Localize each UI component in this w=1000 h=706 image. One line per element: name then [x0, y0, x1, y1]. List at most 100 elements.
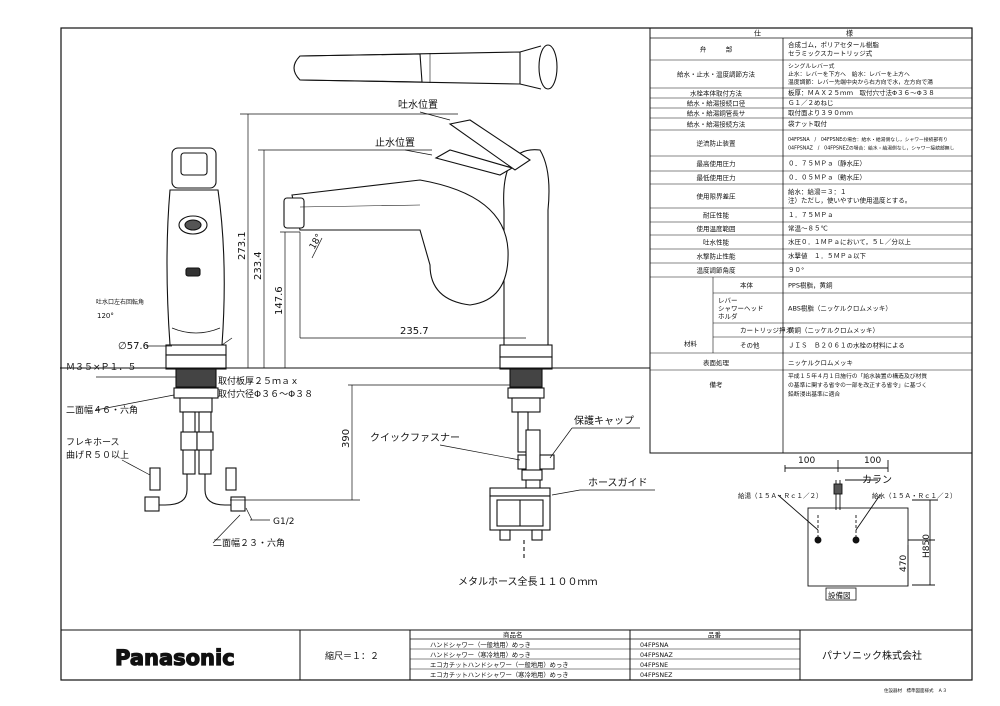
label-plate: 取付板厚２５ｍａｘ	[218, 375, 299, 387]
spec-row-label: 最高使用圧力	[697, 159, 736, 168]
material-value: ABS樹脂（ニッケルクロムメッキ）	[788, 304, 892, 313]
label-hex23: 二面幅２３・六角	[213, 537, 285, 549]
spec-row-value: シングルレバー式	[788, 62, 835, 70]
label-flex-hose-1: フレキホース	[66, 437, 120, 448]
dimension-lines	[60, 111, 655, 544]
product-name: エコカチットハンドシャワー（一般地用）めっき	[430, 660, 569, 669]
spec-row: 給水・給湯接続口径 Ｇ１／２めねじ	[650, 99, 972, 109]
label-spout-position: 吐水位置	[398, 98, 438, 111]
label-hose-guide: ホースガイド	[588, 477, 648, 489]
spec-row: 使用限界差圧 給水：給湯＝３：１注）ただし，使いやすい使用温度とする。	[650, 187, 972, 209]
remarks-row: 備考 平成１５年４月１日施行の「給水装置の構造及び材質の基準に関する省令の一部を改…	[710, 372, 928, 398]
product-name: エコカチットハンドシャワー（寒冷地用）めっき	[430, 670, 569, 679]
spec-row-label: 水栓本体取付方法	[690, 89, 743, 98]
material-label: カートリッジ押え	[740, 326, 792, 335]
spec-row-value: 水圧０．１ＭＰａにおいて，５Ｌ／分以上	[788, 237, 911, 246]
label-rotation-angle: 吐水口左右回転角	[96, 298, 144, 306]
spec-row-value: ９０°	[788, 266, 804, 274]
remarks-line: の基準に関する省令の一部を改正する省令」に基づく	[788, 381, 927, 389]
dim-470: 470	[899, 555, 909, 572]
label-supply-cold: 給水（１５Ａ・Ｒｃ１／２）	[872, 491, 957, 500]
scale-text: 縮尺＝１：２	[325, 650, 379, 662]
spec-row-value: 合成ゴム，ポリアセタール樹脂	[788, 40, 879, 49]
spec-row-value: 板厚：ＭＡＸ２５ｍｍ 取付穴寸法Φ３６～Φ３８	[788, 88, 935, 97]
dim-h850: H850	[922, 534, 932, 558]
spec-row-label: 使用限界差圧	[697, 192, 737, 201]
spec-row-label: 吐水性能	[703, 238, 730, 247]
spec-row-label: 逆流防止装置	[697, 139, 737, 148]
spec-row: 給水・給湯接続方法袋ナット取付	[650, 119, 972, 131]
label-stop-position: 止水位置	[375, 136, 415, 149]
spec-row-value: 04FPSNAZ / 04FPSNEZの場合：給水・給湯側なし，シャワー接続部無…	[788, 144, 955, 151]
material-value: 黄銅（ニッケルクロムメッキ）	[788, 326, 879, 335]
label-angle-120: 120°	[97, 312, 114, 320]
remarks-line: 鉛断浸出基準に適合	[788, 390, 840, 398]
label-supply-hot: 給湯（１５Ａ・Ｒｃ１／２）	[738, 491, 823, 500]
spec-row-value: 給水：給湯＝３：１	[788, 187, 847, 196]
footer-note: 住設器材 標準図面様式 Ａ３	[884, 687, 947, 694]
spec-row: 水栓本体取付方法 板厚：ＭＡＸ２５ｍｍ 取付穴寸法Φ３６～Φ３８	[650, 88, 972, 99]
spec-header-left: 仕	[754, 29, 761, 38]
surface-row: 表面処理 ニッケルクロムメッキ	[650, 358, 972, 371]
spec-row-label: 給水・給湯接続口径	[687, 99, 746, 108]
spec-row-value: １．７５ＭＰａ	[788, 211, 834, 219]
spec-row-value: 取付面より３９０ｍｍ	[788, 108, 853, 117]
label-angle-18: 18°	[308, 233, 325, 252]
installation-diagram	[777, 460, 938, 601]
spec-row-value: セラミックスカートリッジ式	[788, 49, 873, 58]
spec-row: 使用温度範囲 常温～８５℃	[650, 224, 972, 236]
side-view	[283, 119, 555, 560]
front-view	[144, 147, 246, 512]
spec-row-value: 温度調節：レバー先端中央から右方向で水，左方向で湯	[788, 78, 933, 86]
panasonic-logo: Panasonic	[115, 646, 235, 670]
surface-label: 表面処理	[703, 358, 730, 367]
label-protect-cap: 保護キャップ	[574, 414, 634, 427]
label-flex-hose-2: 曲げＲ５０以上	[66, 450, 129, 461]
spec-row-value: 注）ただし，使いやすい使用温度とする。	[788, 195, 911, 204]
spec-row-value: Ｇ１／２めねじ	[788, 99, 834, 107]
spec-row-label: 最低使用圧力	[697, 173, 736, 182]
surface-value: ニッケルクロムメッキ	[788, 359, 853, 367]
product-code: 04FPSNE	[640, 662, 668, 669]
spec-row-value: 04FPSNA / 04FPSNEの場合：給水・給湯側なし，シャワー接続部有り	[788, 136, 948, 143]
material-row: レバーシャワーヘッドホルダ ABS樹脂（ニッケルクロムメッキ）	[713, 297, 972, 324]
label-metal-hose: メタルホース全長１１００ｍｍ	[458, 575, 598, 588]
label-install-fig: 設備図	[828, 590, 851, 600]
company-name: パナソニック株式会社	[822, 649, 922, 662]
spec-row-label: 温度調節角度	[697, 266, 737, 275]
spec-row-value: 止水：レバーを下方へ 給水：レバーを上方へ	[788, 70, 910, 78]
spec-row-label: 給水・止水・温度調節方法	[677, 70, 756, 79]
material-label: レバーシャワーヘッドホルダ	[718, 297, 764, 321]
spec-row-value: 常温～８５℃	[788, 224, 828, 233]
materials-label: 材料	[684, 339, 698, 348]
drawing-labels: 吐水位置 止水位置 吐水口左右回転角 120° ∅57.6 Ｍ３５×Ｐ１．５ 取…	[66, 98, 957, 600]
spec-row-label: 弁 部	[700, 45, 733, 54]
label-karan: カラン	[862, 474, 892, 486]
dim-273: 273.1	[237, 231, 248, 260]
dim-100a: 100	[798, 456, 815, 466]
remarks-label: 備考	[710, 380, 724, 389]
label-hex46: 二面幅４６・六角	[66, 404, 138, 416]
dim-390: 390	[341, 429, 352, 448]
material-value: PPS樹脂，黄銅	[788, 281, 833, 290]
spec-row: 耐圧性能 １．７５ＭＰａ	[650, 211, 972, 223]
dim-233: 233.4	[253, 251, 264, 280]
spec-row-value: 袋ナット取付	[788, 119, 828, 128]
label-hole: 取付穴径Φ３６～Φ３８	[218, 388, 313, 400]
spec-row-label: 耐圧性能	[703, 211, 730, 220]
spec-row-label: 水撃防止性能	[697, 252, 737, 261]
col-name-header: 商品名	[503, 630, 523, 639]
spec-row-label: 使用温度範囲	[697, 224, 736, 233]
dim-235: 235.7	[400, 326, 429, 337]
remarks-line: 平成１５年４月１日施行の「給水装置の構造及び材質	[788, 372, 927, 380]
material-label: その他	[740, 341, 760, 350]
spec-row-value: 水撃値 １．５ＭＰａ以下	[788, 251, 867, 260]
product-code: 04FPSNAZ	[640, 652, 673, 659]
